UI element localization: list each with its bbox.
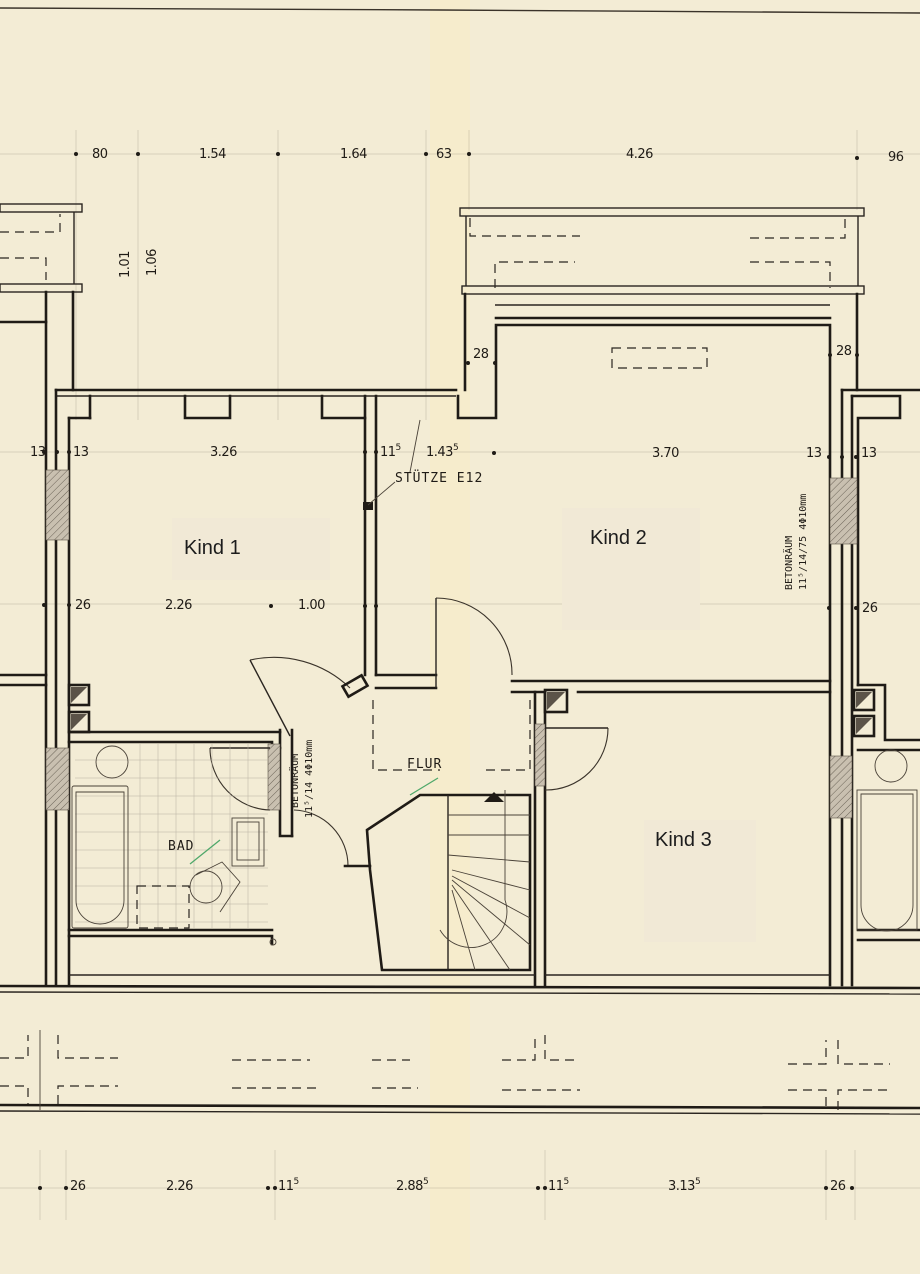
neighbour-bathroom: [856, 749, 918, 932]
dim-mid-kind1-b: 1.00: [298, 598, 325, 613]
room-label-flur: FLUR: [407, 757, 442, 772]
dim-vert-1: 1.06: [145, 249, 160, 276]
dim-bottom-1: 2.26: [166, 1179, 193, 1194]
balcony-left: [0, 203, 83, 987]
dim-right-wall-a: 13: [806, 446, 822, 461]
room-kind1: Kind 1: [172, 518, 330, 580]
room-label-bad: BAD: [168, 839, 194, 854]
dim-top-2: 1.64: [340, 147, 367, 162]
dim-flur-width: 1.435: [426, 443, 458, 460]
dim-dots: [42, 353, 859, 610]
dim-kind2-width: 3.70: [652, 446, 679, 461]
doors: [209, 597, 609, 868]
dim-right-wall-b: 13: [861, 446, 877, 461]
dim-mid-right-wall: 26: [862, 601, 878, 616]
room-kind2: Kind 2: [562, 508, 700, 630]
room-label-kind3: Kind 3: [655, 829, 712, 851]
room-label-kind1: Kind 1: [184, 537, 241, 559]
room-kind3: Kind 3: [644, 820, 756, 942]
dim-top-0: 80: [92, 147, 108, 162]
dim-bottom-2: 115: [278, 1177, 299, 1194]
stuetze-label: STÜTZE E12: [395, 469, 483, 486]
dim-vert-0: 1.01: [118, 251, 133, 278]
dim-top-4: 4.26: [626, 147, 653, 162]
dim-bottom-6: 26: [830, 1179, 846, 1194]
room-label-kind2: Kind 2: [590, 527, 647, 549]
dim-bottom-0: 26: [70, 1179, 86, 1194]
dim-top-5: 96: [888, 150, 904, 165]
dimension-vertical-left: 1.01 1.06: [118, 249, 160, 278]
dimension-row-bottom: 26 2.26 115 2.885 115 3.135 26: [38, 1177, 854, 1194]
dim-left-wall-b: 13: [73, 445, 89, 460]
dim-corner-right: 28: [836, 344, 852, 359]
dim-top-3: 63: [436, 147, 452, 162]
dimension-row-upper: 13 13 3.26 115 1.435 3.70 13 13 28 28: [30, 344, 877, 461]
dim-mid-kind1-a: 2.26: [165, 598, 192, 613]
dimension-row-mid: 26 2.26 1.00 26: [75, 598, 878, 616]
beton-bad-line1: BETONRÄUM: [288, 754, 301, 808]
beton-bad-line2: 11⁵/14 4Φ10mm: [304, 740, 315, 818]
dim-kind1-width: 3.26: [210, 445, 237, 460]
staircase: [365, 790, 532, 972]
hatched-columns: [45, 469, 858, 819]
dim-bottom-4: 115: [548, 1177, 569, 1194]
dim-wall-mid: 115: [380, 443, 401, 460]
beton-kind2-line1: BETONRÄUM: [782, 536, 795, 590]
ventilation-shafts: [67, 683, 876, 738]
dim-top-1: 1.54: [199, 147, 226, 162]
balcony-kind2: [459, 207, 865, 369]
dim-mid-left-wall: 26: [75, 598, 91, 613]
beton-kind2-line2: 11⁵/14/75 4Φ10mm: [798, 494, 809, 590]
bathroom-fixtures: [71, 744, 439, 946]
dim-left-wall-a: 13: [30, 445, 46, 460]
dim-corner-left: 28: [473, 347, 489, 362]
construction-lines: [0, 130, 920, 1220]
lower-dashed-details: [0, 1030, 890, 1110]
dim-bottom-3: 2.885: [396, 1177, 428, 1194]
dimension-row-top: 80 1.54 1.64 63 4.26 96: [74, 147, 904, 165]
dim-bottom-5: 3.135: [668, 1177, 700, 1194]
